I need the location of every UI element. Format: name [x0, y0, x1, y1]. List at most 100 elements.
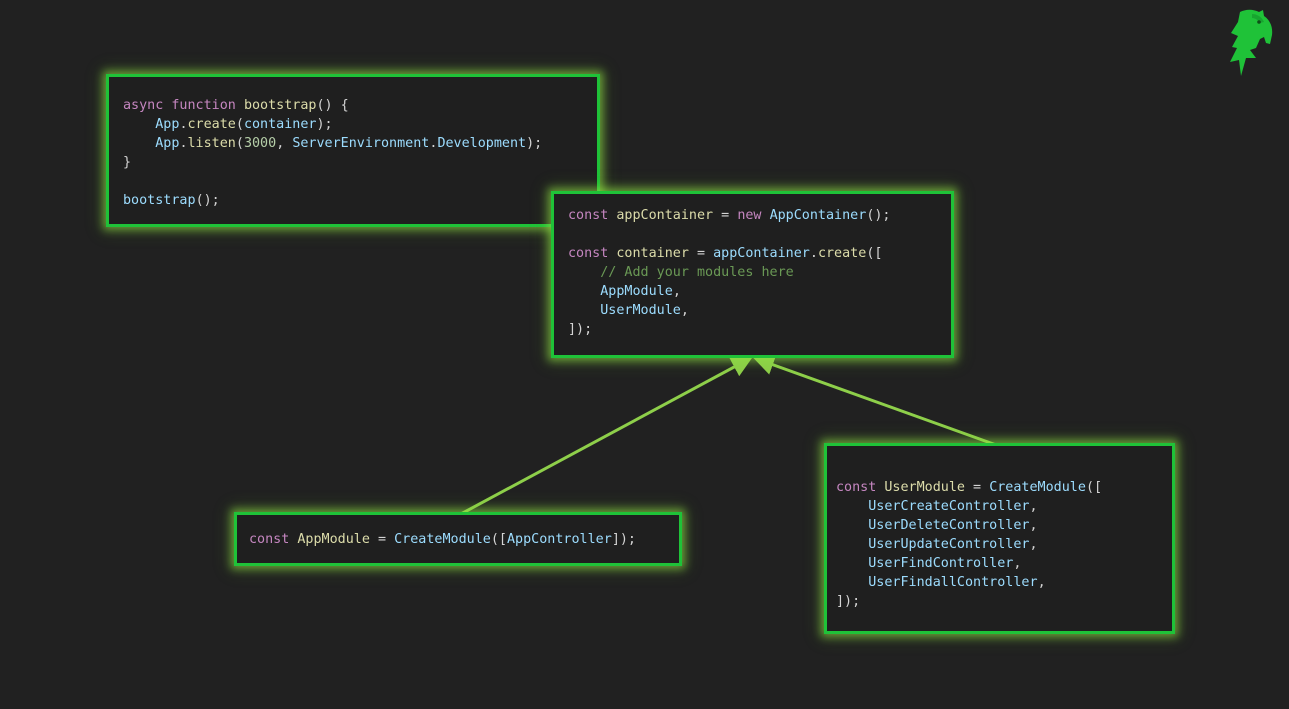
arrow-usermodule-to-container	[753, 354, 1000, 448]
code-token: Development	[437, 136, 527, 151]
code-token: 3000	[243, 136, 277, 151]
code-token: ([	[866, 246, 883, 261]
code-token: () {	[316, 98, 349, 113]
code-token: UserFindController	[868, 556, 1014, 571]
code-token: }	[123, 155, 132, 170]
code-token	[836, 575, 868, 590]
code-token	[568, 284, 600, 299]
code-token	[836, 537, 868, 552]
code-token: UserUpdateController	[868, 537, 1030, 552]
code-line: }	[123, 153, 597, 172]
code-token: CreateModule	[989, 480, 1086, 495]
code-line: AppModule,	[568, 282, 951, 301]
code-line: UserDeleteController,	[836, 516, 1172, 535]
code-token	[836, 556, 868, 571]
code-token: =	[688, 246, 714, 261]
code-token: (	[235, 136, 244, 151]
code-token: =	[965, 480, 990, 495]
code-line: ]);	[568, 320, 951, 339]
code-token: .	[429, 136, 438, 151]
code-line: UserModule,	[568, 301, 951, 320]
code-line: // Add your modules here	[568, 263, 951, 282]
code-token: ]);	[836, 594, 861, 609]
code-token: const	[249, 532, 298, 547]
code-token: const	[568, 208, 617, 223]
code-token: UserFindallController	[868, 575, 1038, 590]
code-token: bootstrap	[243, 98, 317, 113]
code-token: );	[316, 117, 333, 132]
code-token: ();	[195, 193, 220, 208]
code-token: AppController	[507, 532, 612, 547]
code-token: .	[179, 117, 188, 132]
code-token: ();	[866, 208, 891, 223]
user-module-code-box: const UserModule = CreateModule([ UserCr…	[824, 443, 1175, 634]
code-token: UserModule	[884, 480, 965, 495]
arrow-appmodule-to-container	[458, 357, 753, 517]
code-token: (	[235, 117, 244, 132]
code-token: ]);	[568, 322, 593, 337]
code-token: App	[155, 136, 180, 151]
code-token: ,	[1013, 556, 1022, 571]
app-module-code-box: const AppModule = CreateModule([AppContr…	[234, 512, 682, 566]
code-token: AppModule	[297, 532, 370, 547]
code-token: CreateModule	[394, 532, 491, 547]
code-line: App.create(container);	[123, 115, 597, 134]
code-token: appContainer	[713, 246, 810, 261]
code-token: appContainer	[616, 208, 714, 223]
code-token: ,	[1029, 499, 1038, 514]
code-token: container	[243, 117, 317, 132]
code-token: container	[616, 246, 689, 261]
code-token	[123, 136, 155, 151]
code-token: ([	[1085, 480, 1103, 495]
code-token: ,	[1029, 537, 1038, 552]
app-container-code-box: const appContainer = new AppContainer();…	[551, 191, 954, 358]
code-token	[123, 117, 155, 132]
code-line: App.listen(3000, ServerEnvironment.Devel…	[123, 134, 597, 153]
code-token: listen	[187, 136, 236, 151]
code-line: UserCreateController,	[836, 497, 1172, 516]
code-line	[568, 225, 951, 244]
code-line: bootstrap();	[123, 191, 597, 210]
code-line: const appContainer = new AppContainer();	[568, 206, 951, 225]
code-token: App	[155, 117, 180, 132]
code-token: // Add your modules here	[600, 265, 794, 280]
code-token: ,	[276, 136, 293, 151]
code-token: UserCreateController	[868, 499, 1030, 514]
code-line: UserUpdateController,	[836, 535, 1172, 554]
code-token: .	[809, 246, 818, 261]
green-horse-logo-icon	[1230, 9, 1273, 76]
code-token: ([	[490, 532, 507, 547]
code-token	[836, 518, 868, 533]
code-line: ]);	[836, 592, 1172, 611]
code-line: async function bootstrap() {	[123, 96, 597, 115]
code-token: .	[179, 136, 188, 151]
code-token: create	[817, 246, 867, 261]
code-token: ,	[1037, 575, 1046, 590]
code-token	[836, 499, 868, 514]
code-token: =	[369, 532, 395, 547]
code-token: AppContainer	[769, 208, 867, 223]
code-token: const	[836, 480, 885, 495]
code-token: AppModule	[600, 284, 673, 299]
code-token: ,	[680, 303, 689, 318]
code-token: ,	[672, 284, 681, 299]
code-line: const UserModule = CreateModule([	[836, 478, 1172, 497]
code-token: UserModule	[600, 303, 681, 318]
code-token: create	[187, 117, 236, 132]
code-token	[568, 265, 600, 280]
bootstrap-code-box: async function bootstrap() { App.create(…	[106, 74, 600, 227]
code-token: new	[737, 208, 770, 223]
code-token: ,	[1029, 518, 1038, 533]
code-token	[568, 303, 600, 318]
code-token: function	[171, 98, 244, 113]
code-line	[123, 172, 597, 191]
code-line: UserFindallController,	[836, 573, 1172, 592]
code-token: ]);	[611, 532, 636, 547]
code-line: const container = appContainer.create([	[568, 244, 951, 263]
code-line: const AppModule = CreateModule([AppContr…	[249, 530, 679, 549]
code-line: UserFindController,	[836, 554, 1172, 573]
code-token: );	[526, 136, 543, 151]
code-token: const	[568, 246, 617, 261]
code-token: ServerEnvironment	[292, 136, 430, 151]
